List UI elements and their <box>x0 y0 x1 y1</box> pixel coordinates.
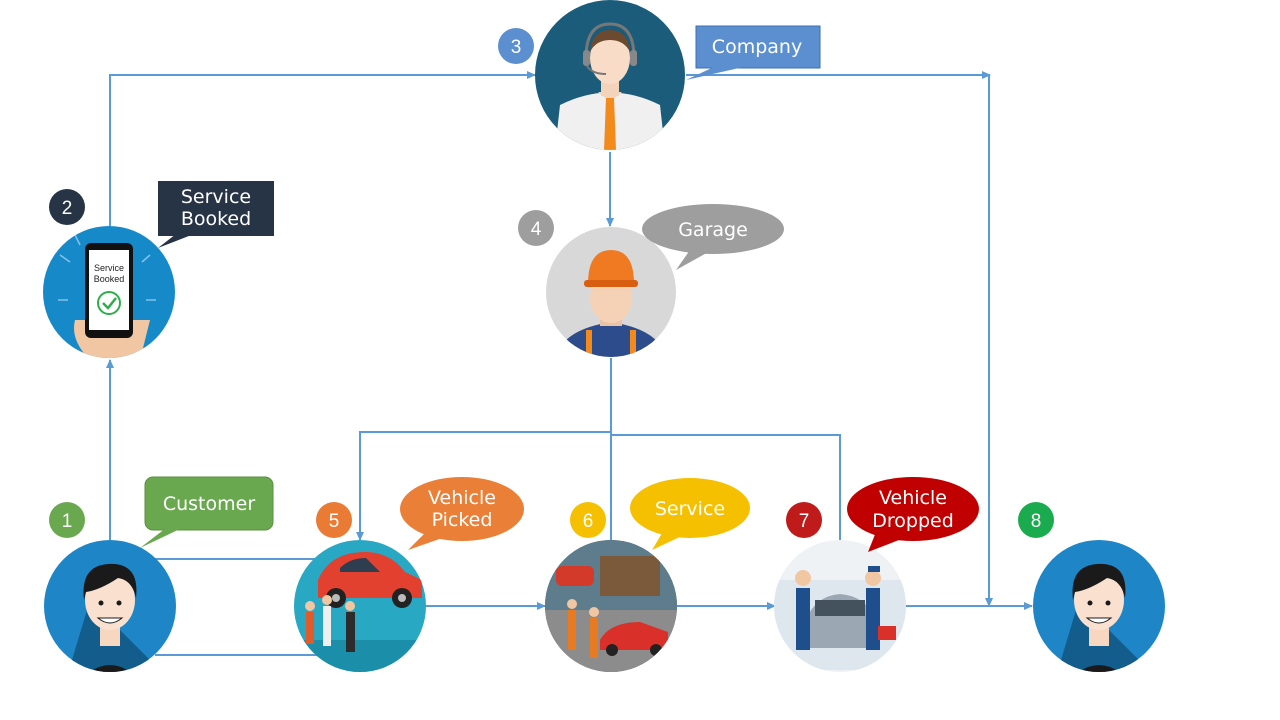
customer-label: Customer <box>163 493 255 515</box>
vehicle-dropped-label-line-1: Vehicle <box>879 487 947 509</box>
company-label: Company <box>712 36 802 58</box>
connector-booking-to-company <box>109 71 536 226</box>
badge-6: 6 <box>570 502 606 538</box>
badge-4: 4 <box>518 210 554 246</box>
svg-text:5: 5 <box>329 511 340 532</box>
badge-3: 3 <box>498 28 534 64</box>
service-booked-label-line-1: Service <box>181 186 251 208</box>
phone-screen-line-2: Booked <box>94 274 125 284</box>
svg-text:3: 3 <box>511 37 522 58</box>
badge-8: 8 <box>1018 502 1054 538</box>
badge-7: 7 <box>786 502 822 538</box>
garage-label: Garage <box>678 219 748 241</box>
node-vehicle-dropped <box>774 540 906 672</box>
svg-text:4: 4 <box>531 219 542 240</box>
bubble-garage: Garage <box>642 204 784 270</box>
node-vehicle-picked <box>294 540 426 672</box>
phone-checkmark-icon: Service Booked <box>58 234 156 358</box>
key-handover-icon <box>774 566 906 670</box>
svg-text:2: 2 <box>62 198 73 219</box>
service-booked-label-line-2: Booked <box>181 208 251 230</box>
bubble-company: Company <box>686 25 821 80</box>
svg-text:6: 6 <box>583 511 594 532</box>
bubble-customer: Customer <box>140 476 274 548</box>
badge-1: 1 <box>49 502 85 538</box>
svg-text:7: 7 <box>799 511 810 532</box>
bubble-service-booked: Service Booked <box>158 181 274 248</box>
vehicle-picked-label-line-1: Vehicle <box>428 487 496 509</box>
svg-text:1: 1 <box>62 511 73 532</box>
connector-loop-to-pickup <box>356 431 841 541</box>
badge-2: 2 <box>49 189 85 225</box>
bubble-service: Service <box>630 478 750 550</box>
svg-text:8: 8 <box>1031 511 1042 532</box>
node-service-booked: Service Booked <box>43 226 175 358</box>
vehicle-picked-label-line-2: Picked <box>432 509 493 531</box>
support-agent-icon <box>555 22 665 150</box>
node-garage <box>546 227 676 357</box>
service-label: Service <box>655 498 725 520</box>
badge-5: 5 <box>316 502 352 538</box>
node-customer-end <box>1033 540 1165 672</box>
mechanic-icon <box>556 250 666 357</box>
bubble-vehicle-dropped: Vehicle Dropped <box>847 477 979 552</box>
node-customer <box>44 540 176 672</box>
phone-screen-line-1: Service <box>94 263 124 273</box>
bubble-vehicle-picked: Vehicle Picked <box>400 477 524 550</box>
vehicle-dropped-label-line-2: Dropped <box>872 510 954 532</box>
workshop-icon <box>545 540 677 672</box>
node-company <box>535 0 685 150</box>
node-service <box>545 540 677 672</box>
connectors <box>106 71 1033 656</box>
